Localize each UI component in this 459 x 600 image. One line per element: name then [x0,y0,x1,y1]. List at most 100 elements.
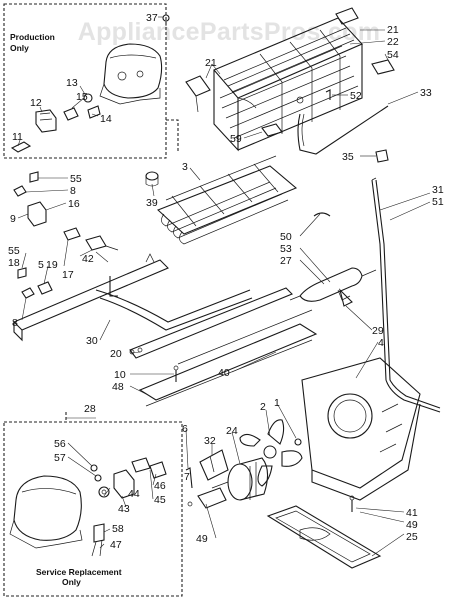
label-4: 4 [378,337,384,349]
part-50 [313,212,331,217]
label-8-low: 8 [12,317,18,329]
label-16: 16 [68,198,80,210]
screw-37 [162,14,170,26]
production-only-label-line2: Only [10,43,29,53]
bracket-21-left [185,75,211,113]
compressor-production [99,43,163,105]
drain-tube-33 [297,105,389,155]
part-52 [325,89,331,100]
label-28: 28 [84,403,96,415]
label-19: 19 [46,259,58,271]
label-7: 7 [184,471,190,483]
label-52: 52 [350,90,362,102]
screw-41 [349,495,355,512]
production-only-box: Production Only [3,3,179,159]
label-6: 6 [182,423,188,435]
label-44: 44 [128,488,140,500]
label-13: 13 [66,77,78,89]
label-27: 27 [280,255,292,267]
label-54: 54 [387,49,399,61]
label-56: 56 [54,438,66,450]
label-21-top: 21 [387,24,399,36]
part-19 [63,227,81,241]
label-25: 25 [406,531,418,543]
service-small-parts [90,457,167,557]
label-35: 35 [342,151,354,163]
clip-11 [10,141,32,153]
part-14 [87,105,101,119]
label-37: 37 [146,12,158,24]
leader-lines [17,16,431,557]
label-53: 53 [280,243,292,255]
drier-27 [289,267,377,302]
label-43: 43 [118,503,130,515]
bracket-49-left [187,487,227,509]
tube-31-51 [371,177,441,413]
relay-12 [35,109,57,133]
label-47: 47 [110,539,122,551]
motor-24 [211,457,269,501]
label-45: 45 [154,494,166,506]
label-11: 11 [12,131,23,143]
label-21-left: 21 [205,57,217,69]
part-15 [63,107,79,121]
label-20: 20 [110,348,122,360]
label-15: 15 [76,91,88,103]
evaporator-coil-3 [156,155,298,245]
label-51: 51 [432,196,444,208]
production-only-label-line1: Production [10,32,55,42]
label-58: 58 [112,523,124,535]
service-label-line1: Service Replacement [36,567,122,577]
label-42: 42 [82,253,94,265]
label-31: 31 [432,184,444,196]
label-24: 24 [226,425,238,437]
label-5: 5 [38,259,44,271]
compressor-service [9,475,83,549]
label-55-top: 55 [70,173,82,185]
part-number-labels: 37 21 22 54 21 52 33 59 35 3 39 13 15 12… [8,12,444,551]
part-42 [85,235,119,251]
part-16 [27,201,47,227]
label-17: 17 [62,269,74,281]
label-50: 50 [280,231,292,243]
part-29 [338,288,353,307]
fan-bracket-4 [301,357,421,501]
part-59 [261,123,283,137]
label-30: 30 [86,335,98,347]
label-33: 33 [420,87,432,99]
part-6 [185,467,193,489]
part-8-top [13,185,27,197]
label-57: 57 [54,452,66,464]
base-plate-40 [138,309,318,407]
label-8-top: 8 [70,185,76,197]
label-48: 48 [112,381,124,393]
label-49-left: 49 [196,533,208,545]
label-10: 10 [114,369,126,381]
watermark-text: AppliancePartsPros.com [78,18,381,46]
label-39: 39 [146,197,158,209]
part-55-top [29,171,39,183]
part-18 [17,267,27,279]
fan-blade-2 [239,419,303,487]
service-replacement-box: Service Replacement Only [3,412,183,597]
label-49-right: 49 [406,519,418,531]
label-18: 18 [8,257,20,269]
grommet-39 [145,171,159,187]
label-12: 12 [30,97,42,109]
label-29: 29 [372,325,384,337]
drain-pan-25 [266,505,382,569]
part-8-low [21,287,35,299]
part-35 [375,149,389,163]
label-1: 1 [274,397,280,409]
label-2: 2 [260,401,266,413]
label-9: 9 [10,213,16,225]
label-41: 41 [406,507,418,519]
bracket-32 [199,449,229,481]
label-14: 14 [100,113,112,125]
bracket-21-right [335,7,359,25]
label-32: 32 [204,435,216,447]
label-3: 3 [182,161,188,173]
service-label-line2: Only [62,577,81,587]
screw-10 [173,365,179,382]
